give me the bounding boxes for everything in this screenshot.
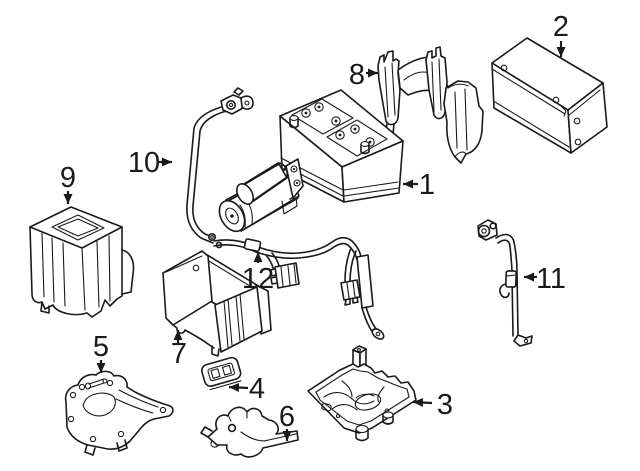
- callout-9-label: 9: [60, 162, 76, 194]
- callout-2[interactable]: 2: [553, 11, 569, 57]
- callout-6[interactable]: 6: [279, 401, 295, 441]
- part-1-battery-drawing: [279, 89, 404, 203]
- callout-7[interactable]: 7: [171, 330, 187, 370]
- callout-8[interactable]: 8: [349, 59, 378, 91]
- part-8-support-bracket-drawing: [377, 46, 484, 164]
- callout-12-label: 12: [242, 263, 274, 295]
- callout-1-label: 1: [419, 169, 435, 201]
- callout-5-label: 5: [93, 331, 109, 363]
- part-4-retainer-drawing: [201, 356, 242, 391]
- part-9-battery-cover-drawing: [29, 206, 135, 318]
- callout-4[interactable]: 4: [228, 373, 265, 405]
- callout-5[interactable]: 5: [93, 331, 109, 373]
- callout-9[interactable]: 9: [60, 162, 76, 204]
- callout-2-label: 2: [553, 11, 569, 43]
- callout-11-label: 11: [536, 263, 566, 295]
- callout-4-arrow: [228, 383, 249, 393]
- callout-11[interactable]: 11: [524, 263, 566, 295]
- part-11-ground-cable-drawing: [477, 219, 533, 347]
- part-10-battery-cable-starter-drawing: [186, 87, 304, 249]
- part-7-insulator-box-drawing: [162, 250, 272, 357]
- callout-6-label: 6: [279, 401, 295, 433]
- callout-3-label: 3: [437, 389, 453, 421]
- callout-10-label: 10: [128, 147, 160, 179]
- part-5-mounting-bracket-drawing: [64, 370, 174, 456]
- callout-12[interactable]: 12: [242, 252, 274, 295]
- part-12-harness-cable-drawing: [213, 236, 385, 340]
- callout-4-label: 4: [249, 373, 265, 405]
- callout-7-label: 7: [171, 338, 187, 370]
- callout-8-label: 8: [349, 59, 365, 91]
- callout-3[interactable]: 3: [412, 389, 453, 421]
- part-6-hold-down-bracket-drawing: [200, 406, 299, 458]
- callout-3-arrow: [412, 398, 433, 408]
- callout-10[interactable]: 10: [128, 147, 172, 179]
- part-2-battery-box-drawing: [491, 37, 608, 154]
- callout-1[interactable]: 1: [403, 169, 435, 201]
- part-3-battery-tray-drawing: [307, 345, 417, 442]
